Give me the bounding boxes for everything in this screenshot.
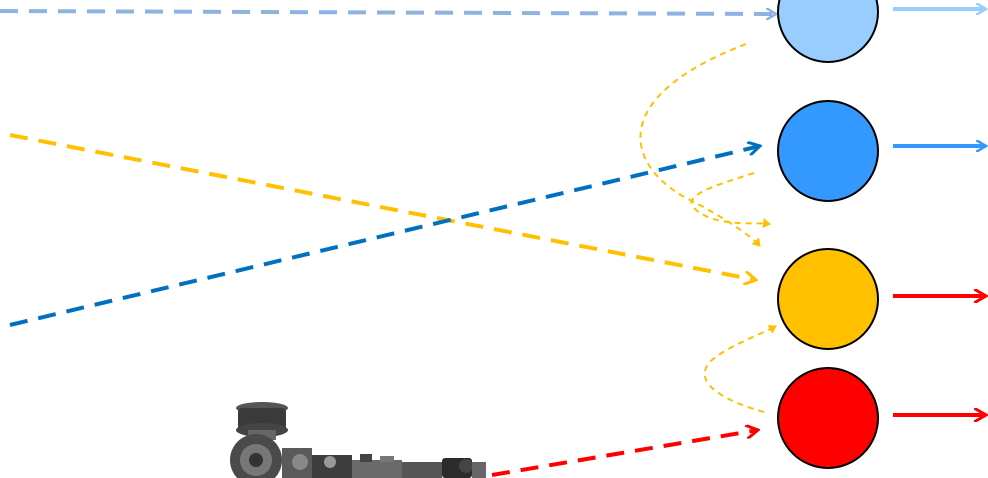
node-blue [778,101,878,201]
node-light-blue [778,0,878,62]
curve-yellow-top-to-middle [640,44,760,246]
curve-yellow-red-to-yellow [705,326,776,412]
arrow-dark-blue-in [10,146,760,325]
arrow-light-blue-in [0,11,776,14]
node-yellow [778,249,878,349]
engine-machinery-icon [230,402,486,478]
node-red [778,368,878,468]
arrow-red-in [492,430,758,475]
curve-yellow-blue-to-middle [692,173,770,224]
